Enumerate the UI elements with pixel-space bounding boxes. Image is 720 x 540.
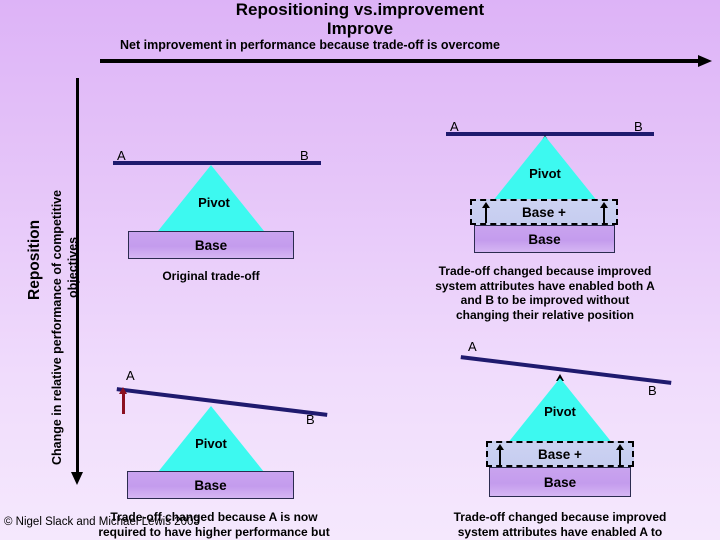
- vertical-axis-arrow-icon: [71, 472, 83, 485]
- a-increase-arrow-icon: [119, 387, 127, 394]
- caption-line: system attributes have enabled both A: [435, 278, 655, 293]
- lever-label-b: B: [306, 412, 315, 427]
- base-plus-left-arrow-shaft: [485, 206, 487, 223]
- base-plus-right-arrow-icon: [600, 202, 608, 208]
- horizontal-axis-arrow-icon: [698, 55, 712, 67]
- pivot-triangle: [492, 136, 598, 202]
- horizontal-axis-label: Net improvement in performance because t…: [120, 38, 500, 52]
- lever-label-a: A: [450, 119, 459, 134]
- vertical-axis-heading: Reposition: [26, 219, 43, 300]
- base-block: Base: [474, 225, 615, 253]
- lever-label-b: B: [300, 148, 309, 163]
- base-plus-right-arrow-shaft: [603, 206, 605, 223]
- lever-label-a: A: [468, 339, 477, 354]
- caption-line: system attributes have enabled A to: [457, 524, 663, 539]
- pivot-label: Pivot: [529, 166, 561, 181]
- caption-line: Trade-off changed because improved: [438, 264, 652, 278]
- caption-line: and B to be improved without: [460, 293, 630, 307]
- pivot-up-arrow-icon: [556, 374, 564, 381]
- lever-label-b: B: [648, 383, 657, 398]
- lever-label-a: A: [126, 368, 135, 383]
- pivot-triangle: [158, 165, 264, 231]
- base-plus-block: Base +: [470, 199, 618, 225]
- lever-bar: [113, 161, 321, 165]
- caption-line: required to have higher performance but: [98, 524, 330, 539]
- horizontal-axis-line: [100, 59, 700, 63]
- slide-title-line2: Improve: [326, 19, 394, 38]
- base-block: Base: [127, 471, 294, 499]
- lever-label-a: A: [117, 148, 126, 163]
- base-plus-left-arrow-icon: [496, 444, 504, 450]
- slide-title-line1: Repositioning vs.improvement: [235, 0, 485, 19]
- pivot-triangle: [158, 406, 264, 472]
- vertical-axis-line: [76, 78, 79, 478]
- vertical-axis-label-2: objectives: [66, 236, 80, 298]
- lever-bar: [446, 132, 654, 136]
- caption-line: Trade-off changed because improved: [453, 510, 667, 524]
- pivot-label: Pivot: [544, 404, 576, 419]
- pivot-label: Pivot: [195, 436, 227, 451]
- a-increase-arrow-shaft: [122, 393, 125, 414]
- base-plus-left-arrow-shaft: [499, 448, 501, 465]
- lever-label-b: B: [634, 119, 643, 134]
- pivot-triangle: [507, 378, 613, 444]
- base-plus-left-arrow-icon: [482, 202, 490, 208]
- base-plus-block: Base +: [486, 441, 634, 467]
- copyright-notice: © Nigel Slack and Michael Lewis 2003: [4, 516, 200, 528]
- base-plus-right-arrow-shaft: [619, 448, 621, 465]
- base-plus-right-arrow-icon: [616, 444, 624, 450]
- pivot-label: Pivot: [198, 195, 230, 210]
- caption-line: changing their relative position: [455, 307, 635, 322]
- caption-line: Trade-off changed because A is now: [110, 510, 318, 524]
- diagram-caption: Original trade-off: [162, 269, 260, 283]
- diagram-caption: Trade-off changed because improved syste…: [405, 264, 685, 322]
- diagram-caption: Trade-off changed because improved syste…: [415, 510, 705, 540]
- base-block: Base: [489, 467, 631, 497]
- vertical-axis-label: Change in relative performance of compet…: [50, 189, 64, 465]
- base-block: Base: [128, 231, 294, 259]
